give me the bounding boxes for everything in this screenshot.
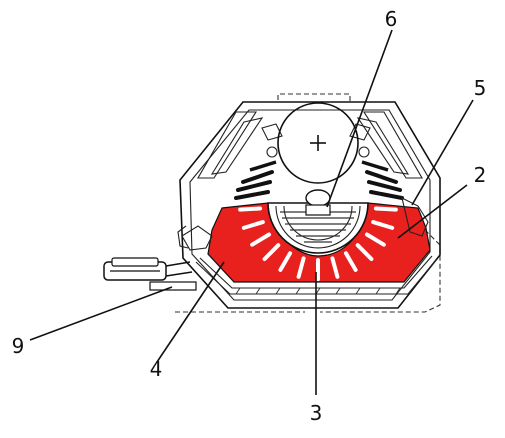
dashed-housing-outline <box>175 93 441 313</box>
upper-slots <box>197 111 423 179</box>
outer-housing <box>179 101 441 309</box>
radial-slot <box>250 232 272 247</box>
radial-slot <box>371 220 395 230</box>
radial-slot <box>364 232 386 247</box>
arc-vanes <box>234 160 404 200</box>
leader-2 <box>397 184 468 239</box>
leader-4 <box>156 261 225 363</box>
radial-slot <box>330 256 340 279</box>
callout-6: 6 <box>385 7 398 31</box>
callout-4: 4 <box>150 357 163 381</box>
radial-slot <box>343 251 358 272</box>
radial-slot <box>296 256 306 279</box>
callout-9: 9 <box>12 334 25 358</box>
plug-connector <box>103 257 197 291</box>
radial-slot <box>278 251 293 272</box>
top-hub <box>266 102 370 184</box>
leader-lines <box>29 29 474 395</box>
radial-slot <box>262 243 281 262</box>
radial-slot <box>238 206 263 212</box>
leader-9 <box>29 286 173 341</box>
callout-2: 2 <box>474 163 487 187</box>
radial-slot <box>355 243 374 262</box>
leader-5 <box>411 99 474 206</box>
callout-5: 5 <box>474 76 487 100</box>
leader-6 <box>326 29 393 208</box>
side-connectors <box>177 196 429 251</box>
radial-slot <box>373 206 398 212</box>
radial-slots <box>238 206 398 282</box>
callout-labels: 6 5 2 9 4 3 <box>12 7 487 425</box>
callout-3: 3 <box>310 401 323 425</box>
radial-slot <box>241 220 265 230</box>
